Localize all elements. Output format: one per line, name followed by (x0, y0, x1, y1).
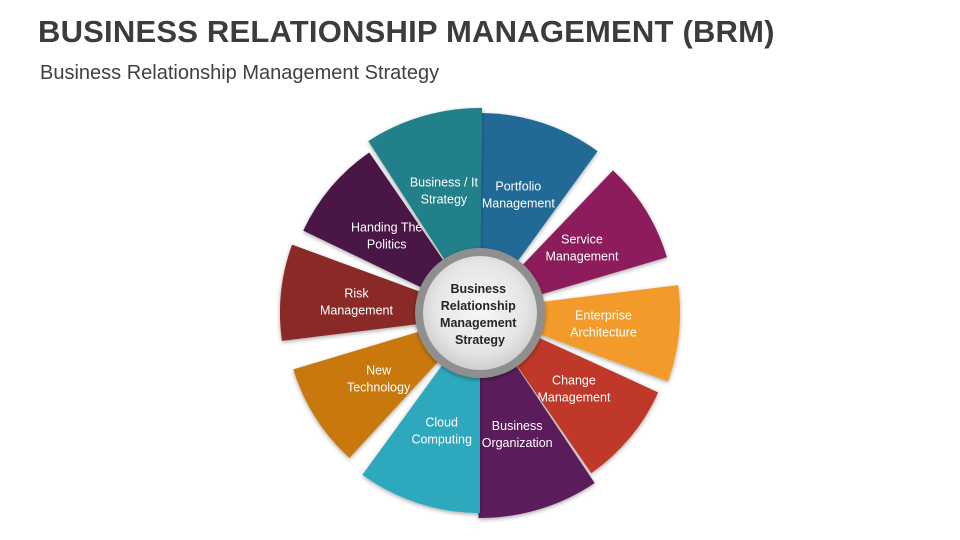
hub-label: Business Relationship Management Strateg… (440, 282, 520, 347)
segment-label-line: Architecture (570, 325, 637, 339)
segment-label-line: Business / It (410, 176, 479, 190)
hub-label-line: Management (440, 316, 517, 330)
segment-label-line: Management (537, 391, 610, 405)
segment-change-management (490, 318, 659, 474)
segment-label-line: Service (561, 233, 603, 247)
segment-label-line: Business (492, 419, 543, 433)
segment-business-it-strategy (368, 108, 483, 299)
hub-label-line: Business (450, 282, 506, 296)
segment-label-line: Organization (482, 436, 553, 450)
segment-label-line: New (366, 363, 392, 377)
segment-handing-the-politics (303, 152, 470, 308)
segment-label-line: Cloud (425, 415, 458, 429)
hub-inner-circle (423, 256, 537, 370)
segment-label-line: Handing The (351, 221, 422, 235)
segment-label-line: Risk (344, 287, 369, 301)
page-title: BUSINESS RELATIONSHIP MANAGEMENT (BRM) (38, 14, 775, 49)
segment-label-business-it-strategy: Business / It Strategy (410, 176, 479, 207)
segment-label-line: Management (545, 250, 618, 264)
segment-business-organization (478, 327, 595, 518)
segment-label-line: Strategy (421, 193, 468, 207)
segment-label-line: Change (552, 374, 596, 388)
segment-service-management (490, 170, 667, 308)
hub-label-line: Strategy (455, 333, 505, 347)
segment-label-line: Management (320, 304, 393, 318)
hub-label-line: Relationship (441, 299, 516, 313)
hub: Business Relationship Management Strateg… (415, 248, 545, 378)
segment-label-line: Portfolio (495, 180, 541, 194)
segment-new-technology (293, 318, 470, 458)
segment-label-line: Management (482, 197, 555, 211)
segment-cloud-computing (362, 327, 480, 513)
segment-label-line: Computing (411, 432, 471, 446)
segment-label-line: Enterprise (575, 308, 632, 322)
segment-label-line: Technology (347, 380, 411, 394)
segment-label-line: Politics (367, 238, 407, 252)
segment-portfolio-management (480, 113, 598, 299)
page-subtitle: Business Relationship Management Strateg… (40, 62, 440, 84)
